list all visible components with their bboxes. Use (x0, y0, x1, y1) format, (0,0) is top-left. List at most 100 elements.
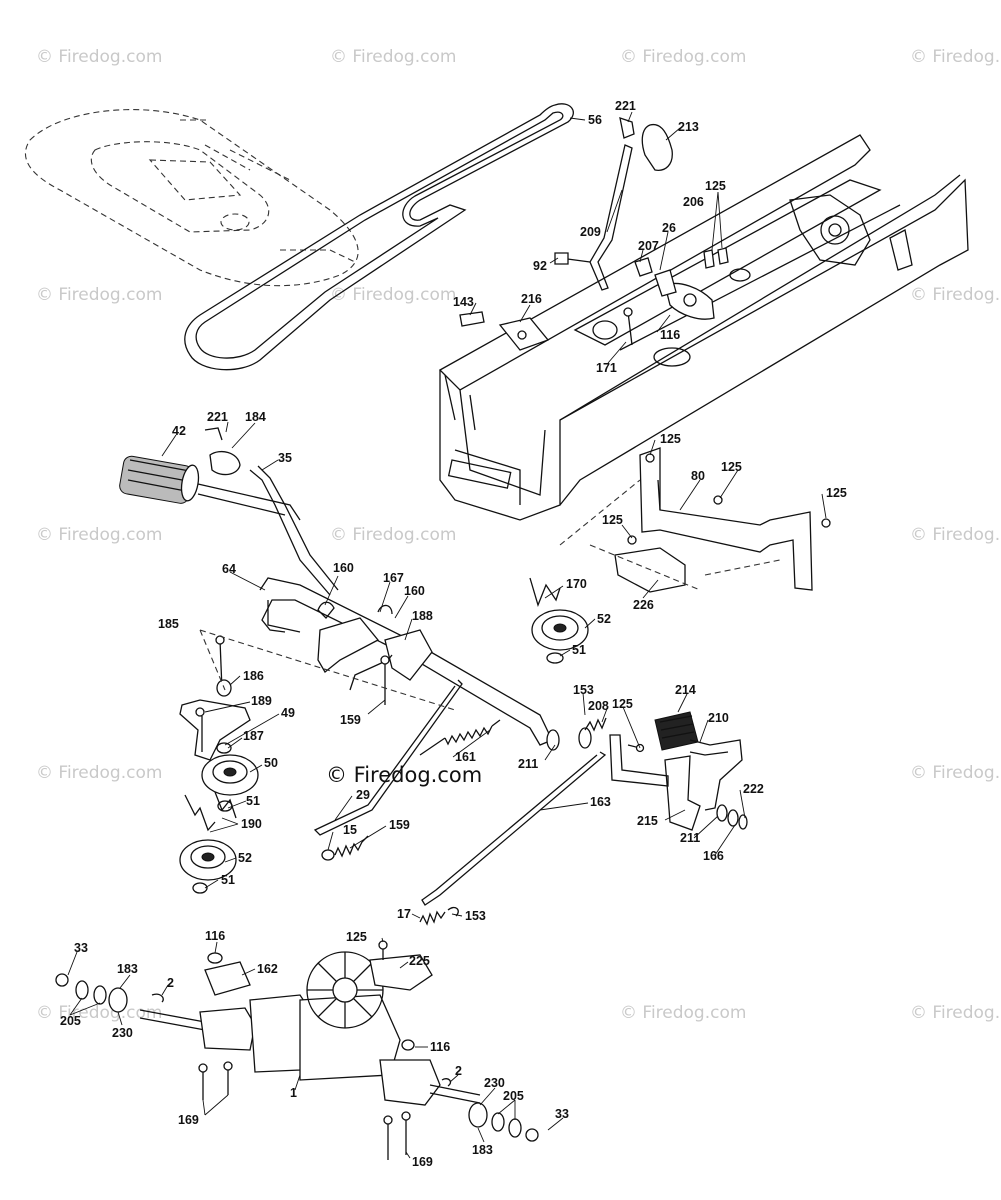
part-label: 215 (637, 814, 658, 828)
part-label: 50 (264, 756, 278, 770)
watermark: © Firedog.com (910, 47, 1001, 67)
part-label: 35 (278, 451, 292, 465)
watermark: © Firedog.com (36, 285, 162, 305)
part-label: 206 (683, 195, 704, 209)
part-label: 125 (705, 179, 726, 193)
part-label: 230 (484, 1076, 505, 1090)
idler-bracket-assembly (179, 629, 456, 894)
watermark: © Firedog.com (910, 763, 1001, 783)
watermark: © Firedog.com (910, 1003, 1001, 1023)
part-label: 211 (518, 757, 538, 771)
part-label: 1 (290, 1086, 297, 1100)
part-label: 162 (257, 962, 278, 976)
leader-lines (67, 111, 827, 1159)
part-label: 51 (221, 873, 235, 887)
watermark: © Firedog.com (330, 285, 456, 305)
watermark-main: © Firedog.com (326, 763, 482, 787)
part-label: 221 (207, 410, 228, 424)
part-label: 211 (680, 831, 700, 845)
part-label: 160 (333, 561, 354, 575)
part-label: 222 (743, 782, 764, 796)
watermark-layer: © Firedog.com © Firedog.com © Firedog.co… (36, 47, 1001, 1023)
part-label: 183 (117, 962, 138, 976)
transaxle-assembly (139, 940, 481, 1160)
part-label: 208 (588, 699, 609, 713)
part-label: 226 (633, 598, 654, 612)
part-label: 169 (412, 1155, 433, 1169)
part-label: 56 (588, 113, 602, 127)
part-label: 116 (430, 1040, 450, 1054)
lift-lever (589, 117, 673, 291)
part-label: 171 (596, 361, 617, 375)
part-label: 125 (660, 432, 681, 446)
part-label: 2 (167, 976, 174, 990)
watermark: © Firedog.com (910, 285, 1001, 305)
springs (334, 717, 607, 926)
part-label: 167 (383, 571, 404, 585)
part-label: 52 (238, 851, 252, 865)
part-label: 2 (455, 1064, 462, 1078)
part-label: 169 (178, 1113, 199, 1127)
part-label: 51 (572, 643, 586, 657)
part-label: 80 (691, 469, 705, 483)
part-label: 186 (243, 669, 264, 683)
part-label: 214 (675, 683, 696, 697)
part-label: 159 (389, 818, 410, 832)
part-label: 225 (409, 954, 430, 968)
part-label: 189 (251, 694, 272, 708)
part-label: 125 (721, 460, 742, 474)
watermark: © Firedog.com (36, 525, 162, 545)
part-label: 216 (521, 292, 542, 306)
part-label: 153 (573, 683, 594, 697)
part-label: 116 (660, 328, 680, 342)
part-label: 187 (243, 729, 264, 743)
frame-hardware (459, 247, 729, 351)
watermark: © Firedog.com (36, 47, 162, 67)
watermark: © Firedog.com (620, 47, 746, 67)
part-label: 166 (703, 849, 724, 863)
part-label: 125 (602, 513, 623, 527)
watermark: © Firedog.com (36, 1003, 162, 1023)
brake-pedal-assembly (609, 711, 748, 831)
watermark: © Firedog.com (36, 763, 162, 783)
watermark: © Firedog.com (330, 525, 456, 545)
part-label: 33 (74, 941, 88, 955)
part-label: 51 (246, 794, 260, 808)
watermark: © Firedog.com (330, 47, 456, 67)
part-label: 33 (555, 1107, 569, 1121)
part-label: 210 (708, 711, 729, 725)
part-label: 159 (340, 713, 361, 727)
part-label: 188 (412, 609, 433, 623)
drive-belt (184, 103, 574, 371)
part-label: 143 (453, 295, 474, 309)
part-label: 213 (678, 120, 699, 134)
watermark: © Firedog.com (620, 1003, 746, 1023)
part-label: 52 (597, 612, 611, 626)
part-label: 161 (455, 750, 476, 764)
idler-pulley-upper (529, 577, 589, 664)
part-label: 116 (205, 929, 225, 943)
part-label: 207 (638, 239, 659, 253)
part-label: 125 (346, 930, 367, 944)
axle-washers (55, 973, 539, 1142)
part-label: 184 (245, 410, 266, 424)
part-label: 221 (615, 99, 636, 113)
part-label: 185 (158, 617, 179, 631)
deck-ghost-outline (25, 109, 359, 287)
part-labels: 56 221 213 125 206 209 26 207 92 143 216… (60, 99, 847, 1169)
part-label: 163 (590, 795, 611, 809)
part-label: 64 (222, 562, 236, 576)
part-label: 26 (662, 221, 676, 235)
part-label: 17 (397, 907, 411, 921)
part-label: 209 (580, 225, 601, 239)
part-label: 153 (465, 909, 486, 923)
part-label: 49 (281, 706, 295, 720)
part-label: 160 (404, 584, 425, 598)
watermark: © Firedog.com (910, 525, 1001, 545)
part-label: 205 (503, 1089, 524, 1103)
part-label: 92 (533, 259, 547, 273)
shift-shaft (259, 577, 592, 751)
part-label: 230 (112, 1026, 133, 1040)
part-label: 183 (472, 1143, 493, 1157)
part-label: 29 (356, 788, 370, 802)
